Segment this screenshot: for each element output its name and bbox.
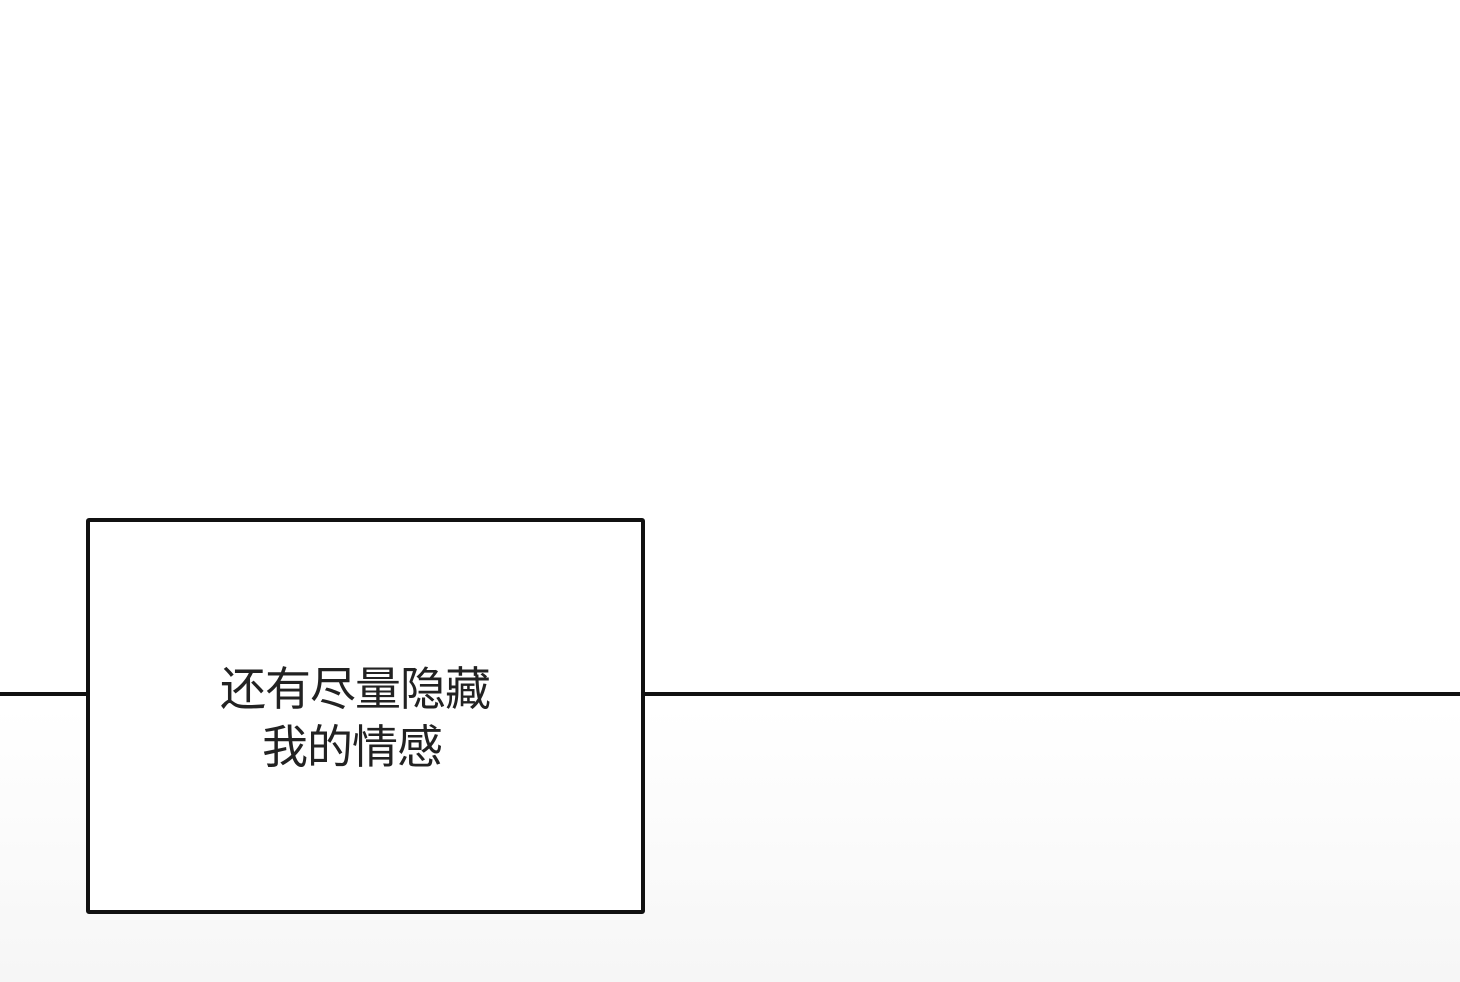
panel-divider-line-left	[0, 692, 90, 696]
caption-text: 还有尽量隐藏 我的情感	[220, 660, 491, 776]
panel-divider-line-right	[642, 692, 1460, 696]
caption-line-2: 我的情感	[262, 720, 443, 774]
caption-line-1: 还有尽量隐藏	[220, 662, 491, 716]
comic-caption-box: 还有尽量隐藏 我的情感	[86, 518, 645, 914]
